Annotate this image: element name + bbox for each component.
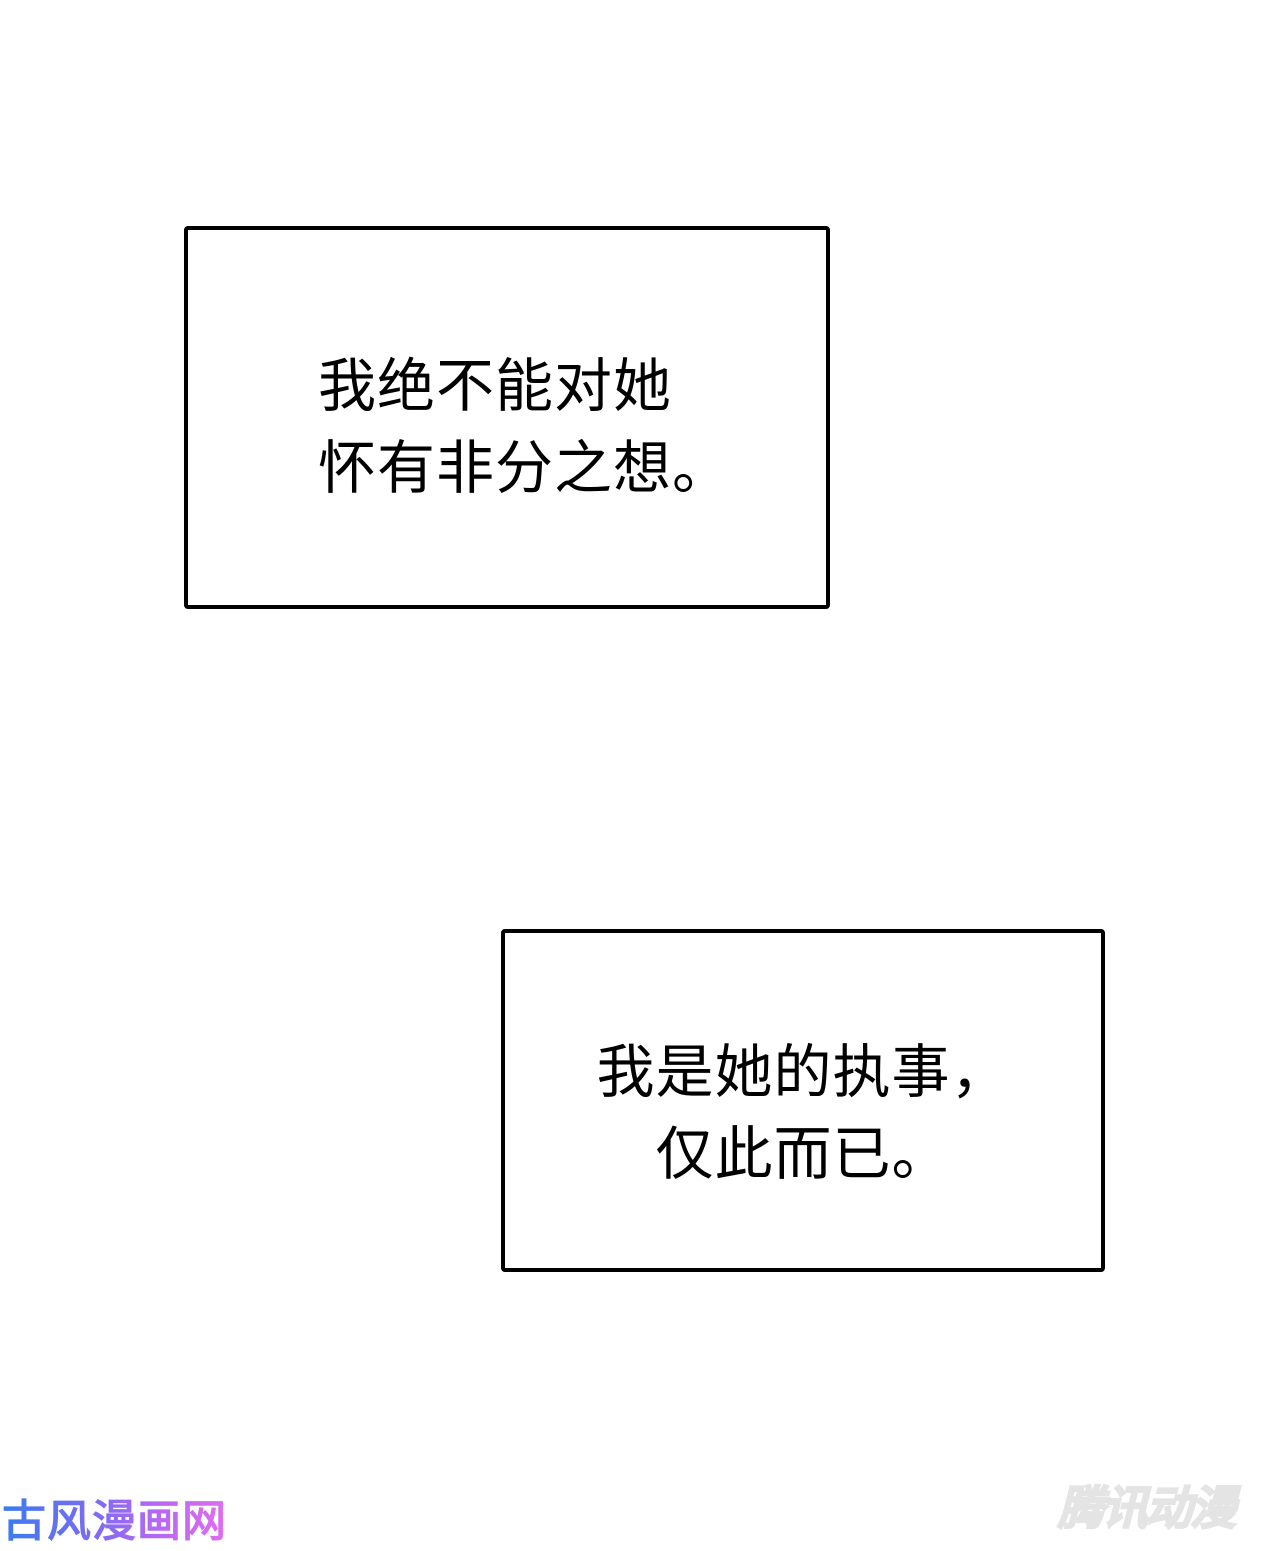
caption-line: 怀有非分之想。: [318, 434, 732, 502]
publisher-watermark-logo: 腾讯动漫: [1057, 1480, 1237, 1536]
caption-box-2: 我是她的执事， 仅此而已。: [501, 929, 1105, 1272]
caption-line: 我绝不能对她: [318, 352, 673, 420]
site-watermark-logo: 古风漫画网: [2, 1494, 227, 1550]
caption-box-1: 我绝不能对她 怀有非分之想。: [184, 226, 830, 609]
caption-line: 仅此而已。: [655, 1120, 951, 1188]
caption-line: 我是她的执事，: [596, 1038, 1010, 1106]
caption-text-1: 我绝不能对她 怀有非分之想。: [318, 345, 731, 509]
caption-text-2: 我是她的执事， 仅此而已。: [505, 1031, 1101, 1195]
